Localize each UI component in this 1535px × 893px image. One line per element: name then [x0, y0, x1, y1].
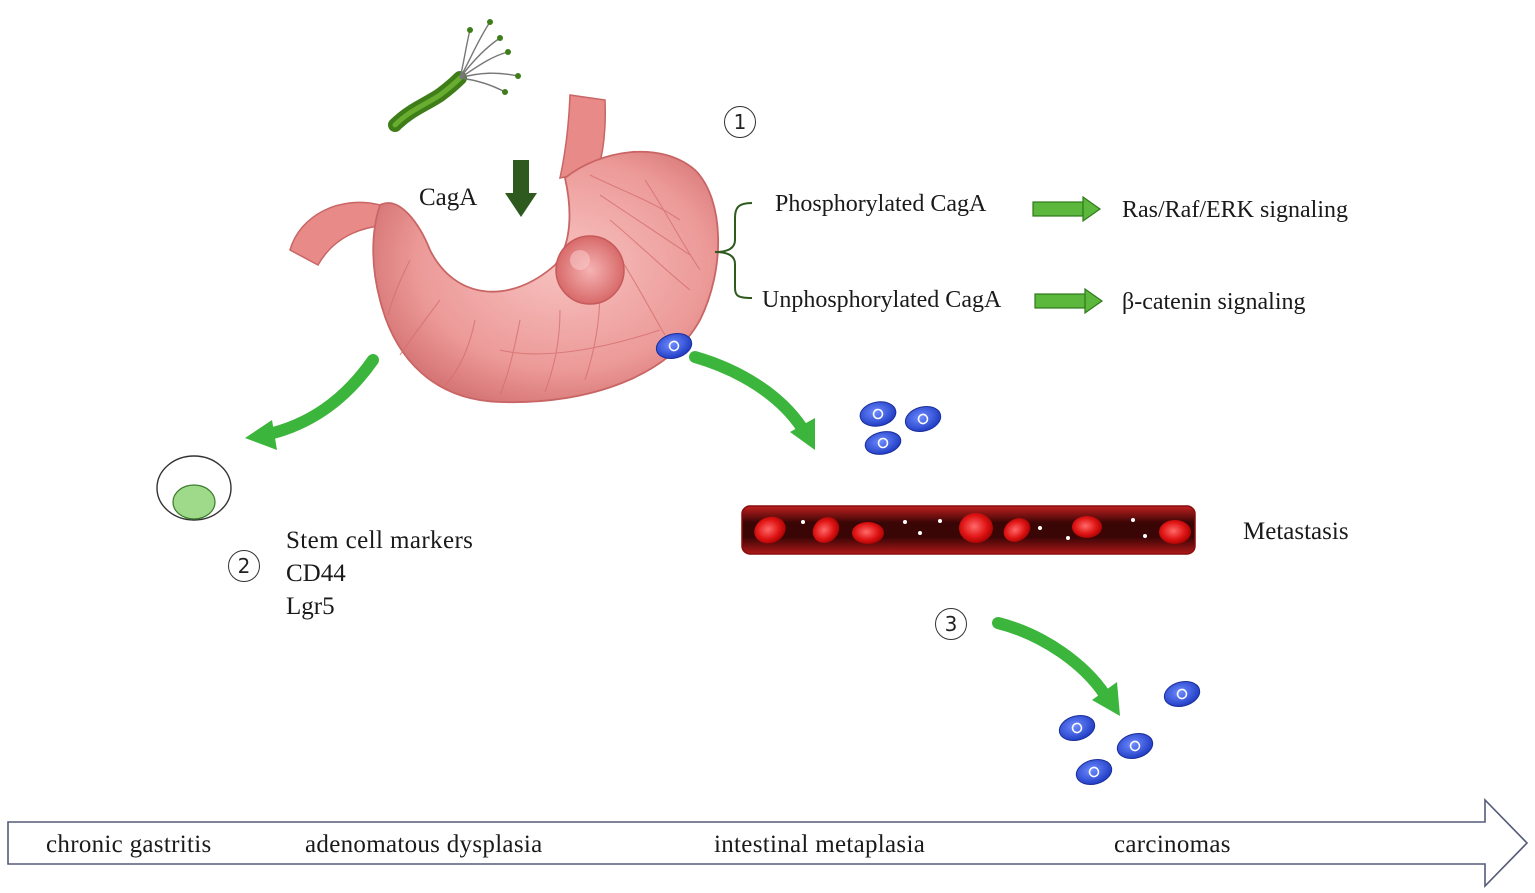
stage-carcinomas: carcinomas [1114, 831, 1231, 858]
unphosphorylated-caga-label: Unphosphorylated CagA [762, 287, 1002, 313]
stage-chronic-gastritis: chronic gastritis [46, 831, 212, 858]
marker-cd44: CD44 [286, 560, 346, 587]
ras-signaling-arrow [1032, 195, 1102, 223]
metastasis-label: Metastasis [1243, 518, 1349, 545]
stage-adenomatous-dysplasia: adenomatous dysplasia [305, 831, 543, 858]
ras-raf-erk-label: Ras/Raf/ERK signaling [1122, 197, 1348, 223]
caga-label: CagA [419, 184, 478, 211]
arrow-to-distant-site [992, 617, 1120, 716]
step-2-marker: 2 [228, 550, 260, 582]
stomach-illustration [289, 94, 720, 404]
catenin-signaling-arrow [1034, 287, 1104, 315]
tumor-cell [859, 401, 897, 427]
arrow-to-stem-cell [245, 354, 379, 450]
marker-lgr5: Lgr5 [286, 593, 335, 620]
stem-cell-icon [156, 455, 232, 521]
tumor-cell [904, 406, 942, 432]
progression-timeline-arrow [7, 798, 1529, 888]
caga-split-brace [714, 202, 753, 299]
red-blood-cells [754, 513, 1191, 544]
tumor-cell [1075, 759, 1113, 785]
circulating-tumor-cells [655, 333, 1201, 785]
tumor-cell [1058, 715, 1096, 741]
arrow-to-bloodstream [689, 351, 815, 450]
step-3-marker: 3 [935, 608, 967, 640]
tumor-cell [1116, 733, 1154, 759]
blood-vessel [741, 505, 1196, 555]
beta-catenin-label: β-catenin signaling [1122, 289, 1306, 315]
stem-cell-markers-title: Stem cell markers [286, 527, 474, 554]
tumor-cell [655, 333, 693, 359]
stage-intestinal-metaplasia: intestinal metaplasia [714, 831, 926, 858]
tumor-cell [1163, 681, 1201, 707]
platelets [801, 518, 1147, 540]
tumor-cell [864, 431, 902, 455]
step-1-marker: 1 [724, 106, 756, 138]
phosphorylated-caga-label: Phosphorylated CagA [775, 191, 987, 217]
stem-cell-markers-list: Stem cell markers CD44 Lgr5 [286, 524, 473, 623]
h-pylori-bacterium-icon [388, 19, 521, 132]
caga-injection-arrow [505, 160, 537, 217]
